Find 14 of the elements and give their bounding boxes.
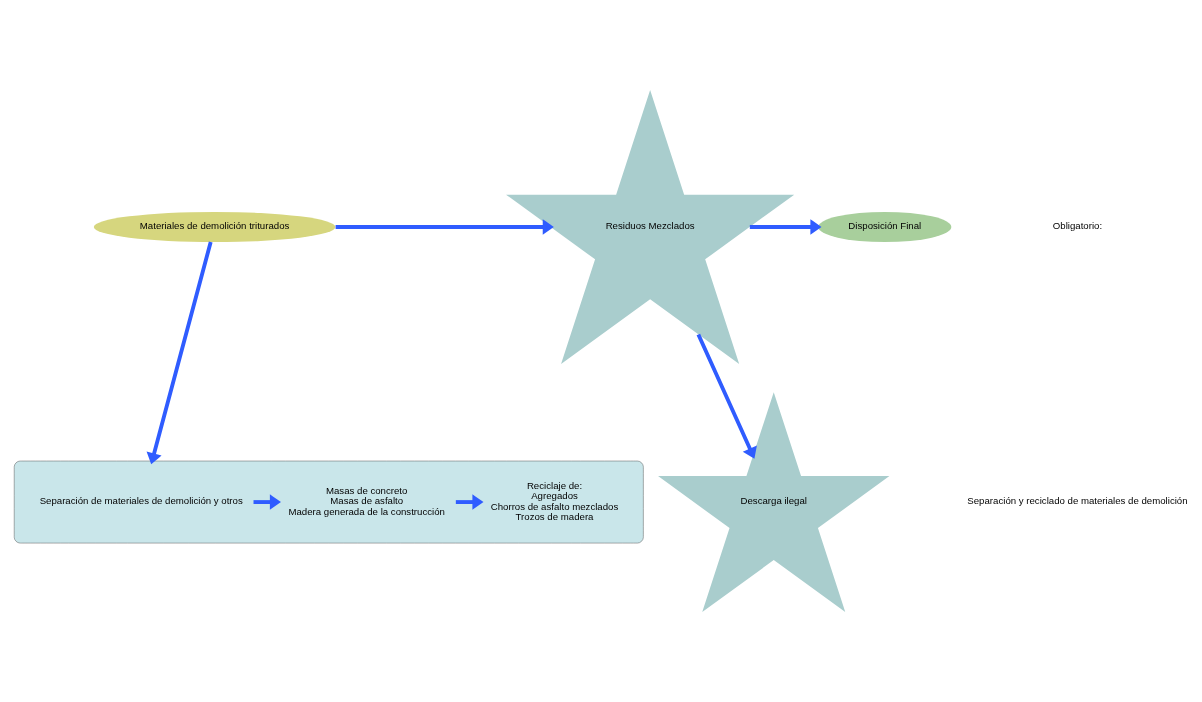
arrow <box>146 241 213 465</box>
cluster <box>13 460 644 544</box>
node-ellipse: Materiales de demolición triturados <box>93 211 336 243</box>
arrow <box>749 219 822 235</box>
label: Separación y reciclado de materiales de demolición <box>967 495 1188 507</box>
label: Obligatorio: <box>1052 220 1103 232</box>
arrow <box>455 494 484 510</box>
node-ellipse: Disposición Final <box>818 211 952 243</box>
arrow <box>335 219 554 235</box>
arrow <box>696 333 757 459</box>
node-text: Reciclaje de: Agregados Chorros de asfalto mezclados Trozos de madera <box>490 479 619 523</box>
node-text: Separación de materiales de demolición y otros <box>39 495 243 507</box>
arrow <box>253 494 281 510</box>
node-text: Masas de concreto Masas de asfalto Madera generada de la construcción <box>288 484 445 518</box>
